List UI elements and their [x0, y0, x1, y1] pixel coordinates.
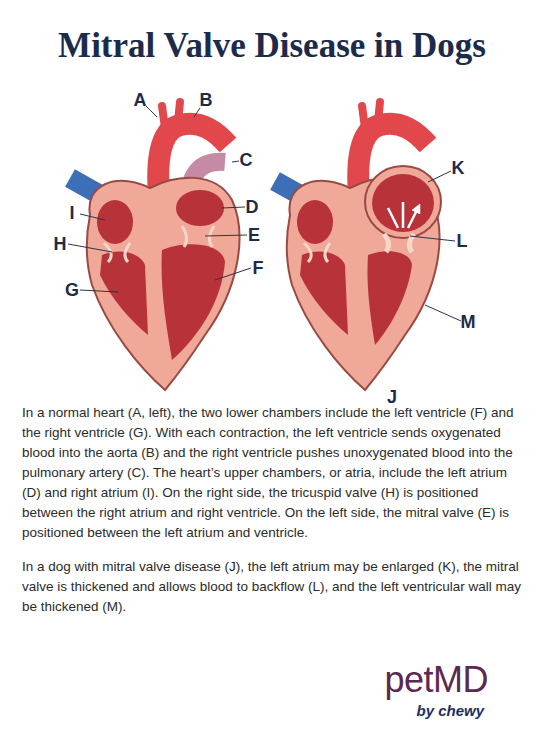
callout-letter: A: [134, 91, 147, 109]
callout-letter: M: [461, 313, 476, 331]
left-ventricle: [162, 244, 225, 360]
body-paragraph: In a dog with mitral valve disease (J), …: [22, 557, 522, 617]
enlarged-atrium-wall: [365, 166, 441, 238]
body-paragraph: In a normal heart (A, left), the two low…: [22, 403, 522, 543]
mitral-valve: [182, 226, 214, 247]
callout-letter: E: [248, 226, 260, 244]
callout-letter: K: [452, 159, 465, 177]
right-atrium: [297, 200, 333, 244]
right-ventricle: [300, 252, 348, 335]
callout-letter: B: [200, 91, 213, 109]
normal-heart: [70, 102, 239, 390]
callout-letter: C: [240, 151, 253, 169]
tricuspid-valve: [304, 243, 330, 262]
tricuspid-valve: [104, 243, 130, 262]
backflow-arrows: [388, 202, 418, 228]
right-ventricle: [100, 252, 148, 335]
callout-letter: D: [246, 198, 259, 216]
diseased-heart: [275, 102, 441, 390]
page-title: Mitral Valve Disease in Dogs: [0, 26, 544, 66]
thick-left-ventricle: [367, 251, 412, 345]
left-atrium: [176, 190, 224, 226]
heart-wall: [87, 178, 240, 390]
brand-logo: petMD: [384, 662, 488, 698]
callout-letter: L: [457, 232, 468, 250]
thick-mitral-valve: [384, 234, 414, 252]
callout-letter: H: [54, 235, 67, 253]
callout-letter: F: [253, 259, 264, 277]
right-atrium: [97, 200, 133, 244]
enlarged-left-atrium: [372, 174, 434, 232]
callout-letter: G: [65, 281, 79, 299]
heart-wall: [287, 178, 440, 390]
leader-lines: [68, 106, 461, 321]
callout-letter: J: [387, 388, 397, 406]
callout-letter: I: [69, 204, 74, 222]
brand-tagline: by chewy: [416, 703, 484, 718]
